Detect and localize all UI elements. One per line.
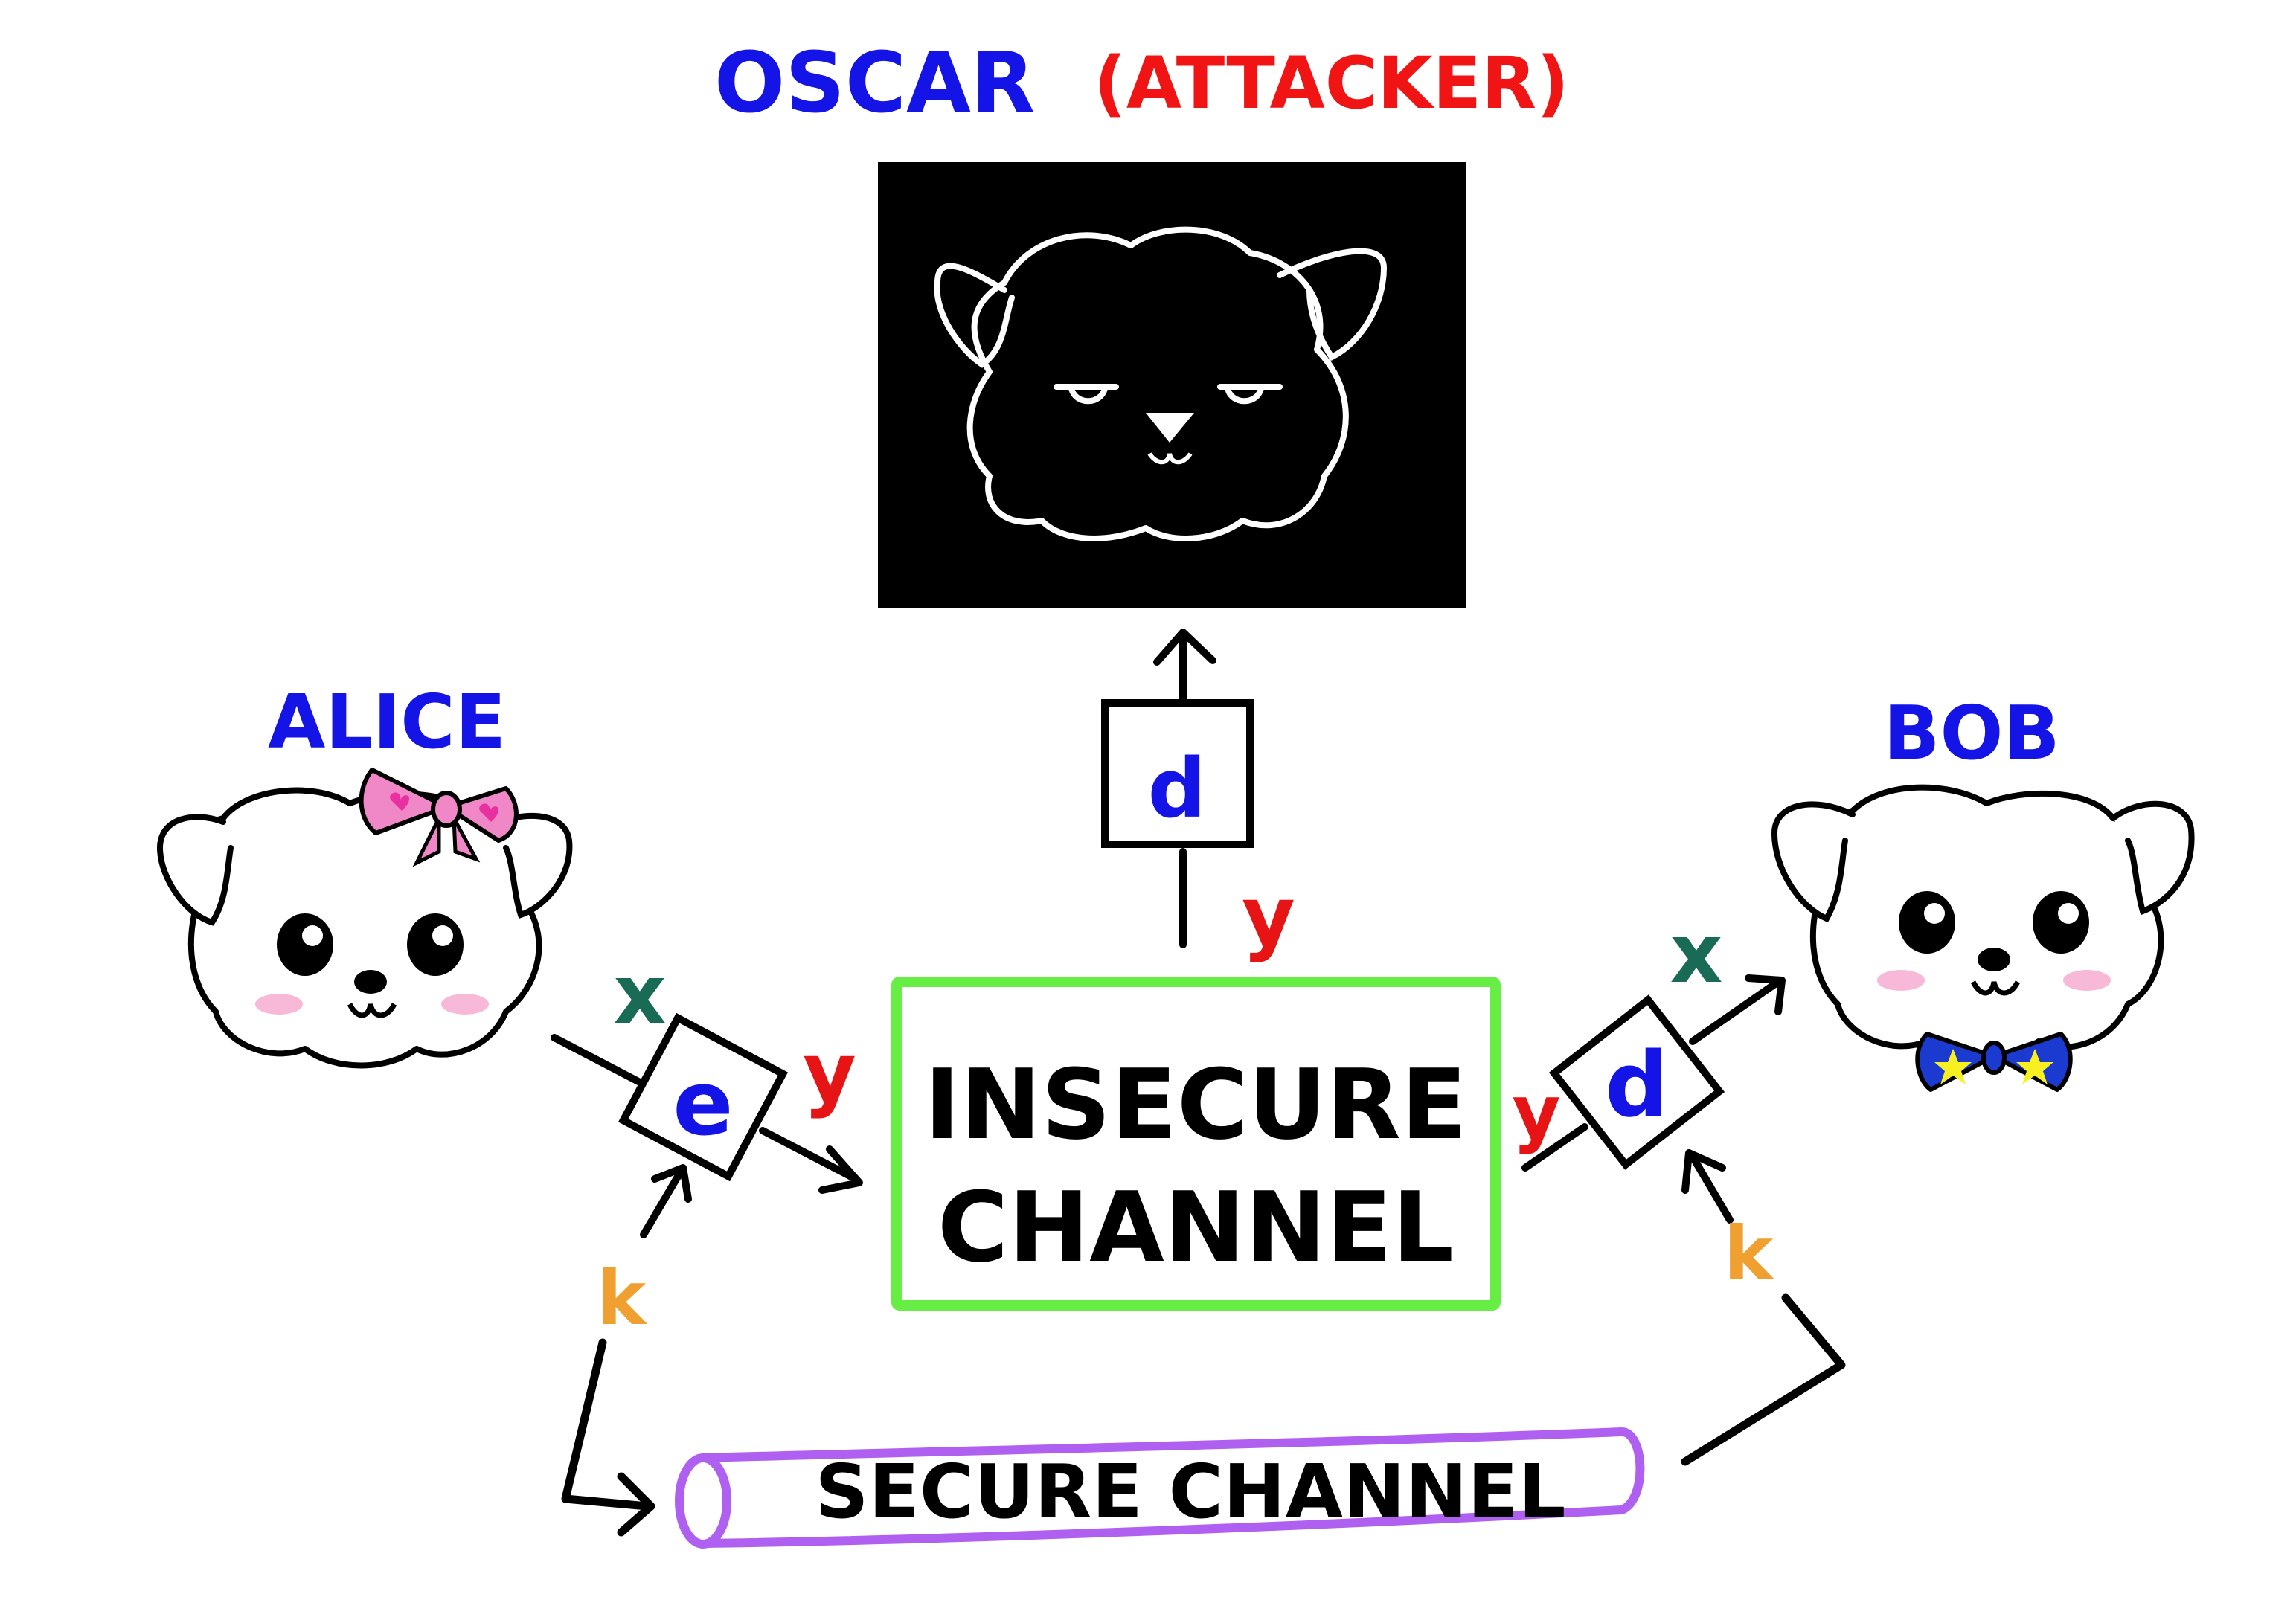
bob-secure-line [1681,1293,1846,1466]
oscar-panel [878,162,1466,608]
bob-key-up-line [1689,1153,1734,1224]
oscar-decrypt-label: d [1148,741,1207,836]
bob-plaintext-label: x [1670,906,1723,1001]
bob-key-up-arrowhead [1681,1149,1726,1194]
alice-ciphertext-label: y [803,1025,856,1120]
alice-to-encrypt-line [551,1034,644,1086]
encrypt-to-channel-line [759,1127,859,1183]
oscar-up-arrow-head [1153,629,1216,666]
alice-secure-arrowhead [617,1472,655,1537]
bob-label: BOB [1883,690,2059,777]
insecure-channel-line2: CHANNEL [937,1171,1454,1284]
encrypt-to-channel-arrowhead [818,1145,863,1194]
alice-key-up-line [640,1168,684,1238]
bob-decrypt-label: d [1605,1034,1669,1137]
bob-key-label: k [1724,1210,1775,1297]
insecure-channel-box [891,977,1501,1311]
alice-label: ALICE [268,678,506,765]
oscar-ciphertext-label: y [1242,869,1295,964]
encrypt-label: e [673,1052,733,1156]
secure-channel-label: SECURE CHANNEL [815,1448,1566,1535]
oscar-decrypt-box [1101,699,1254,848]
bob-bowtie-icon [1915,1032,2073,1092]
oscar-name: OSCAR [714,35,1035,132]
alice-key-up-arrowhead [651,1164,692,1203]
insecure-channel-line1: INSECURE [924,1048,1466,1161]
bob-decrypt-to-bob-arrowhead [1745,974,1786,1015]
oscar-role: (ATTACKER) [1094,42,1569,125]
bob-cat-icon [1771,784,2195,1061]
bob-ciphertext-label: y [1512,1069,1560,1156]
alice-key-label: k [597,1255,648,1342]
alice-cat-icon [156,787,573,1069]
alice-secure-line [561,1338,652,1511]
oscar-cat-icon [934,226,1388,541]
alice-plaintext-label: x [614,947,667,1042]
alice-bow-icon [359,768,519,867]
encrypt-box [618,1012,789,1182]
bob-decrypt-box [1548,994,1725,1170]
channel-to-bob-decrypt-line [1521,1123,1588,1172]
bob-decrypt-to-bob-line [1689,978,1782,1045]
secure-channel-pipe [675,1427,1645,1549]
